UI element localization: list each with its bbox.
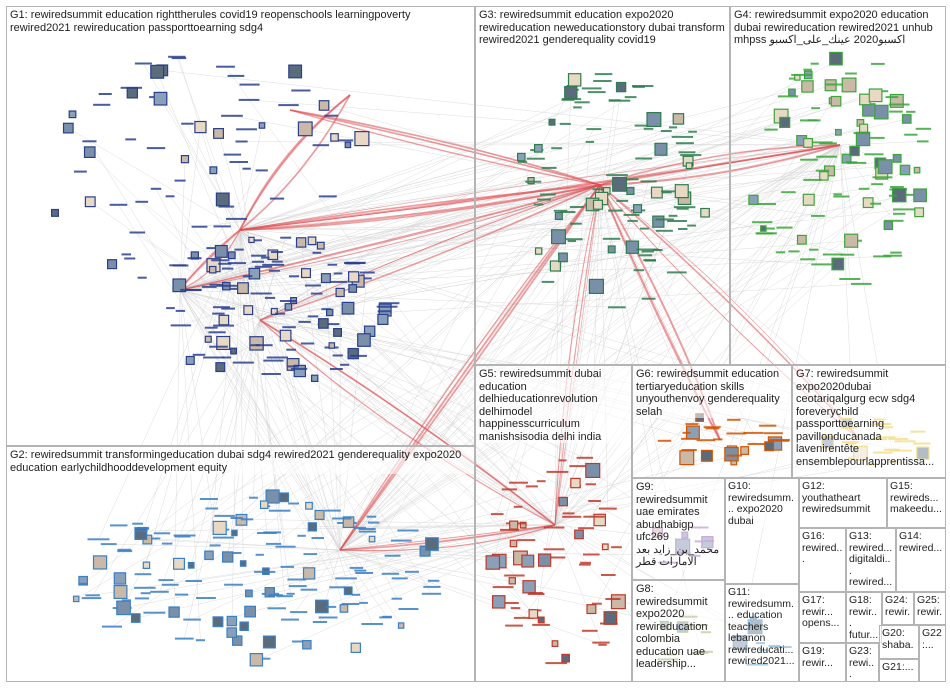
- group-panel-g16: G16: rewired...: [799, 528, 846, 592]
- group-label-g20: G20: shaba...: [880, 626, 918, 658]
- group-label-g16: G16: rewired...: [800, 529, 845, 566]
- group-label-g13: G13: rewired... digitaldi... rewired...: [847, 529, 895, 589]
- group-label-g19: G19: rewir...: [800, 644, 845, 669]
- group-label-g24: G24: rewir...: [883, 593, 913, 624]
- group-label-g5: G5: rewiredsummit dubai education delhie…: [476, 366, 631, 443]
- group-panel-g15: G15: rewireds... makeedu...: [887, 478, 946, 528]
- group-label-g10: G10: rewiredsumm... expo2020 dubai: [726, 479, 798, 527]
- group-panel-g10: G10: rewiredsumm... expo2020 dubai: [725, 478, 799, 584]
- group-label-g17: G17: rewir... opens...: [800, 593, 845, 630]
- group-panel-g2: G2: rewiredsummit transformingeducation …: [6, 446, 475, 682]
- group-panel-g12: G12: youthatheart rewiredsummit: [799, 478, 887, 528]
- group-label-g14: G14: rewired...: [897, 529, 945, 554]
- group-label-g6: G6: rewiredsummit education tertiaryeduc…: [633, 366, 791, 418]
- group-label-g15: G15: rewireds... makeedu...: [888, 479, 945, 516]
- group-label-g8: G8: rewiredsummit expo2020 rewireducatio…: [633, 581, 724, 671]
- group-panel-g1: G1: rewiredsummit education righttherule…: [6, 6, 475, 446]
- group-label-g2: G2: rewiredsummit transformingeducation …: [7, 447, 474, 474]
- group-label-g22: G22:...: [920, 626, 945, 651]
- group-label-g11: G11: rewiredsumm... education teachers l…: [726, 585, 798, 668]
- group-panel-g9: G9: rewiredsummit uae emirates abudhabig…: [632, 478, 725, 580]
- group-label-g18: G18: rewir... futur...: [847, 593, 881, 641]
- group-panel-g21: G21:...: [879, 659, 919, 682]
- group-panel-g7: G7: rewiredsummit expo2020dubai ceotariq…: [792, 365, 946, 478]
- group-panel-g18: G18: rewir... futur...: [846, 592, 882, 643]
- group-label-g25: G25: rewir...: [915, 593, 945, 624]
- group-panel-g25: G25: rewir...: [914, 592, 946, 625]
- group-panel-g8: G8: rewiredsummit expo2020 rewireducatio…: [632, 580, 725, 682]
- group-panel-g6: G6: rewiredsummit education tertiaryeduc…: [632, 365, 792, 478]
- group-panel-g17: G17: rewir... opens...: [799, 592, 846, 643]
- group-label-g3: G3: rewiredsummit education expo2020 rew…: [476, 7, 729, 47]
- group-panel-g11: G11: rewiredsumm... education teachers l…: [725, 584, 799, 682]
- group-label-g21: G21:...: [880, 660, 918, 674]
- group-panel-g19: G19: rewir...: [799, 643, 846, 682]
- group-panel-g23: G23: rewi...: [846, 643, 879, 682]
- group-panel-g4: G4: rewiredsummit expo2020 education dub…: [730, 6, 946, 365]
- group-label-g12: G12: youthatheart rewiredsummit: [800, 479, 886, 516]
- group-panel-g20: G20: shaba...: [879, 625, 919, 659]
- group-label-g9: G9: rewiredsummit uae emirates abudhabig…: [633, 479, 724, 569]
- group-label-g4: G4: rewiredsummit expo2020 education dub…: [731, 7, 945, 47]
- group-label-g23: G23: rewi...: [847, 644, 878, 681]
- group-panel-g5: G5: rewiredsummit dubai education delhie…: [475, 365, 632, 682]
- group-label-g7: G7: rewiredsummit expo2020dubai ceotariq…: [793, 366, 945, 468]
- group-panel-g22: G22:...: [919, 625, 946, 682]
- group-panel-g13: G13: rewired... digitaldi... rewired...: [846, 528, 896, 592]
- group-panel-g3: G3: rewiredsummit education expo2020 rew…: [475, 6, 730, 365]
- group-panel-g24: G24: rewir...: [882, 592, 914, 625]
- group-panel-g14: G14: rewired...: [896, 528, 946, 592]
- group-label-g1: G1: rewiredsummit education righttherule…: [7, 7, 474, 34]
